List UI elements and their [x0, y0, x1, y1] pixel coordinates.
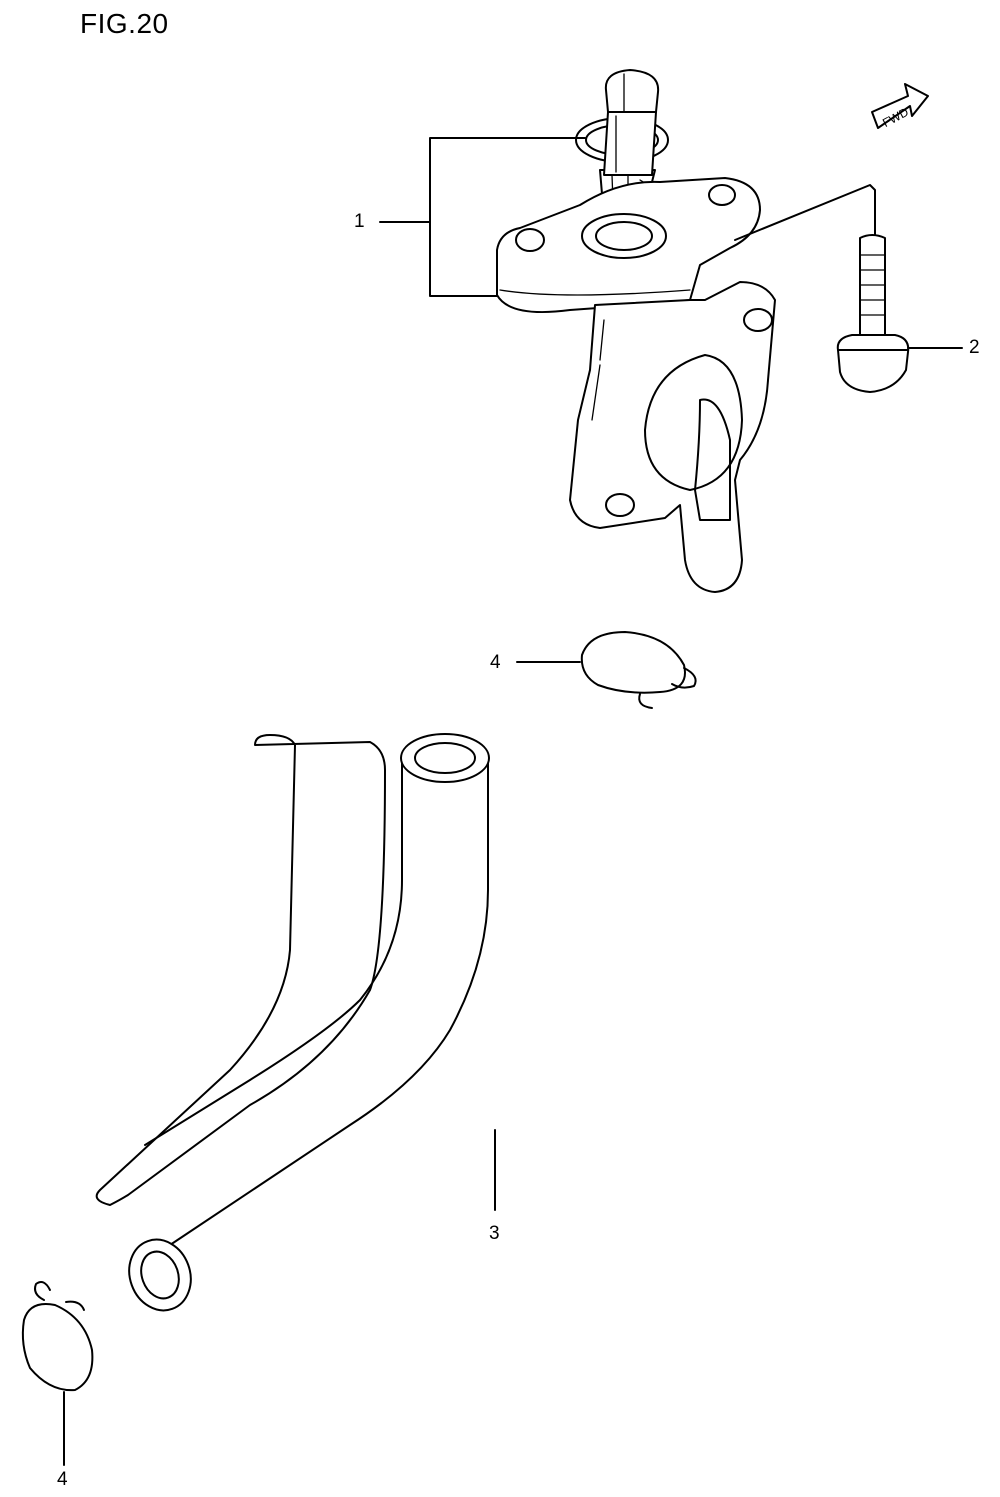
clamp-lower-part [21, 1281, 94, 1466]
hose-part [95, 733, 496, 1312]
callout-3-label: 3 [489, 1223, 500, 1244]
callout-2-label: 2 [969, 337, 980, 358]
bolt-part [734, 184, 963, 393]
callout-4-upper-label: 4 [490, 652, 501, 673]
fwd-arrow-icon: FWD [871, 83, 929, 130]
callout-1-label: 1 [354, 211, 365, 232]
clamp-upper-part [516, 631, 697, 709]
callout-4-lower-label: 4 [57, 1469, 68, 1490]
fuel-cock-part [379, 69, 776, 593]
figure-title: FIG.20 [80, 8, 169, 39]
